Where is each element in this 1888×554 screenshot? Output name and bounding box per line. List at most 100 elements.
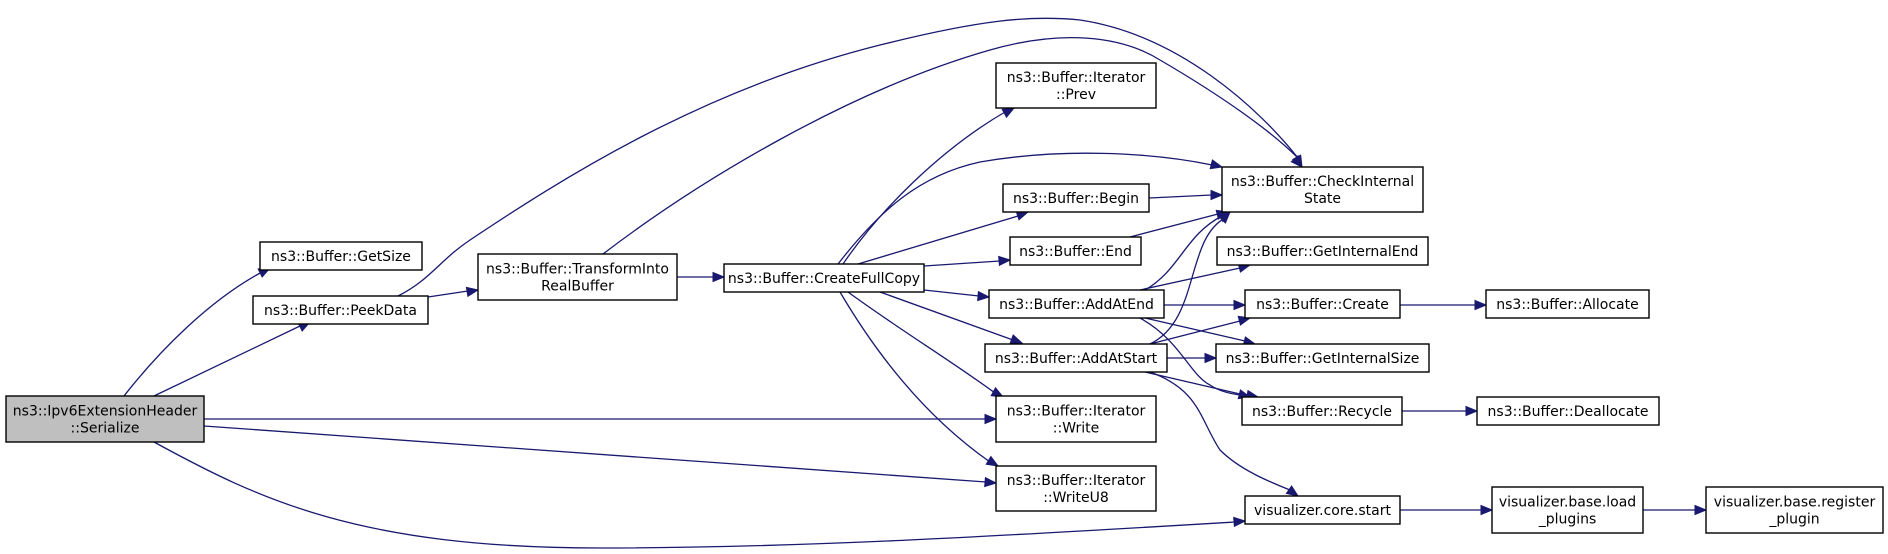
arrowhead-icon xyxy=(1290,154,1303,168)
edge-line xyxy=(1149,217,1226,345)
edges-layer xyxy=(123,17,1708,549)
edge-peekdata-to-transform xyxy=(427,286,480,298)
node-box xyxy=(1485,289,1650,319)
edge-line xyxy=(203,425,987,483)
node-label: ns3::Buffer::GetInternalEnd xyxy=(1227,244,1419,260)
node-label: ::WriteU8 xyxy=(1043,490,1109,506)
node-label: _plugins xyxy=(1538,512,1597,528)
node-recycle[interactable]: ns3::Buffer::Recycle xyxy=(1241,396,1403,426)
edge-transform-to-createfullcopy xyxy=(677,271,726,283)
edge-createfullcopy-to-prev xyxy=(842,107,1016,265)
edge-addatstart-to-vizstart xyxy=(1149,371,1300,497)
edge-serialize-to-peekdata xyxy=(153,321,312,397)
node-box xyxy=(1241,396,1403,426)
arrowhead-icon xyxy=(712,271,726,283)
edge-line xyxy=(837,152,1213,265)
node-prev[interactable]: ns3::Buffer::Iterator::Prev xyxy=(995,62,1157,109)
arrowhead-icon xyxy=(984,413,998,425)
node-vizstart[interactable]: visualizer.core.start xyxy=(1244,495,1401,525)
arrowhead-icon xyxy=(977,290,991,302)
node-box xyxy=(1705,486,1884,534)
edge-addatend-to-create xyxy=(1164,299,1247,311)
node-label: ns3::Buffer::Create xyxy=(1256,297,1389,313)
node-deallocate[interactable]: ns3::Buffer::Deallocate xyxy=(1476,396,1660,426)
node-box xyxy=(995,62,1157,109)
edge-line xyxy=(123,271,263,397)
edge-line xyxy=(923,289,980,297)
arrowhead-icon xyxy=(1694,504,1708,516)
arrowhead-icon xyxy=(1233,516,1247,528)
node-box xyxy=(995,395,1157,443)
edge-serialize-to-getsize xyxy=(123,267,272,397)
node-begin[interactable]: ns3::Buffer::Begin xyxy=(1002,183,1150,213)
arrowhead-icon xyxy=(1474,299,1488,311)
edge-createfullcopy-to-checkinternal xyxy=(837,152,1224,265)
edge-line xyxy=(923,260,1001,267)
edge-line xyxy=(1144,215,1223,291)
node-writeu8[interactable]: ns3::Buffer::Iterator::WriteU8 xyxy=(995,465,1157,512)
node-box xyxy=(1002,183,1150,213)
edge-loadplugins-to-registerplugin xyxy=(1643,504,1708,516)
edge-line xyxy=(1144,317,1246,342)
edge-line xyxy=(1149,320,1241,345)
node-label: ns3::Ipv6ExtensionHeader xyxy=(13,404,198,420)
arrowhead-icon xyxy=(1465,405,1479,417)
edge-addatstart-to-checkinternal xyxy=(1149,211,1231,345)
edge-line xyxy=(153,441,1236,549)
node-getinternalend[interactable]: ns3::Buffer::GetInternalEnd xyxy=(1216,236,1429,266)
node-label: ns3::Buffer::Allocate xyxy=(1496,297,1639,313)
node-label: ::Prev xyxy=(1056,87,1096,103)
edge-line xyxy=(397,17,1299,297)
edge-line xyxy=(879,291,1014,341)
node-label: RealBuffer xyxy=(541,279,614,295)
arrowhead-icon xyxy=(1001,107,1016,119)
node-label: ns3::Buffer::GetSize xyxy=(271,249,411,265)
edge-recycle-to-deallocate xyxy=(1402,405,1479,417)
node-box xyxy=(988,289,1165,319)
node-label: visualizer.base.load xyxy=(1499,495,1636,511)
node-label: _plugin xyxy=(1768,512,1819,528)
edge-line xyxy=(1149,371,1291,491)
node-serialize: ns3::Ipv6ExtensionHeader::Serialize xyxy=(5,395,205,443)
node-box xyxy=(1476,396,1660,426)
edge-line xyxy=(842,111,1006,265)
node-getsize[interactable]: ns3::Buffer::GetSize xyxy=(259,241,423,271)
arrowhead-icon xyxy=(984,476,998,488)
node-label: ns3::Buffer::AddAtEnd xyxy=(999,297,1154,313)
node-box xyxy=(1216,236,1429,266)
node-create[interactable]: ns3::Buffer::Create xyxy=(1244,289,1401,319)
node-box xyxy=(1221,166,1424,213)
node-box xyxy=(259,241,423,271)
node-label: ns3::Buffer::PeekData xyxy=(264,303,417,319)
node-label: ns3::Buffer::Iterator xyxy=(1007,404,1146,420)
node-loadplugins[interactable]: visualizer.base.load_plugins xyxy=(1491,486,1644,534)
edge-createfullcopy-to-addatstart xyxy=(879,291,1024,344)
node-write[interactable]: ns3::Buffer::Iterator::Write xyxy=(995,395,1157,443)
arrowhead-icon xyxy=(1210,189,1224,201)
node-allocate[interactable]: ns3::Buffer::Allocate xyxy=(1485,289,1650,319)
node-peekdata[interactable]: ns3::Buffer::PeekData xyxy=(252,295,429,325)
node-box xyxy=(995,465,1157,512)
edge-createfullcopy-to-writeu8 xyxy=(839,291,1000,467)
arrowhead-icon xyxy=(998,255,1012,267)
node-label: visualizer.base.register xyxy=(1714,495,1876,511)
edge-line xyxy=(602,37,1299,255)
node-addatend[interactable]: ns3::Buffer::AddAtEnd xyxy=(988,289,1165,319)
edge-serialize-to-writeu8 xyxy=(203,425,998,488)
node-registerplugin[interactable]: visualizer.base.register_plugin xyxy=(1705,486,1884,534)
edge-line xyxy=(839,291,991,463)
node-getinternalsize[interactable]: ns3::Buffer::GetInternalSize xyxy=(1215,343,1430,373)
edge-serialize-to-vizstart xyxy=(153,441,1247,549)
node-end[interactable]: ns3::Buffer::End xyxy=(1009,236,1142,266)
node-box xyxy=(1491,486,1644,534)
edge-begin-to-checkinternal xyxy=(1148,189,1224,201)
node-label: ns3::Buffer::Iterator xyxy=(1007,70,1146,86)
node-label: ns3::Buffer::Begin xyxy=(1013,191,1139,207)
nodes-layer: ns3::Ipv6ExtensionHeader::Serializens3::… xyxy=(5,62,1884,534)
node-addatstart[interactable]: ns3::Buffer::AddAtStart xyxy=(984,343,1168,373)
node-box xyxy=(1244,495,1401,525)
node-label: ::Write xyxy=(1053,421,1099,437)
node-createfullcopy[interactable]: ns3::Buffer::CreateFullCopy xyxy=(723,263,925,293)
